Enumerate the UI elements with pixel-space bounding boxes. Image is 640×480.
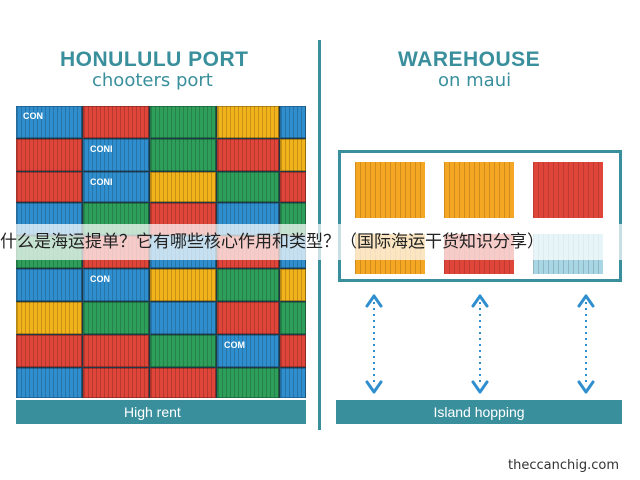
container: COM xyxy=(217,335,279,367)
port-subtitle: chooters port xyxy=(92,70,213,91)
double-arrow-icon xyxy=(365,294,383,394)
container xyxy=(150,269,216,301)
warehouse-crate xyxy=(533,162,603,218)
container-label: CON xyxy=(90,274,110,284)
warehouse-title: WAREHOUSE xyxy=(398,48,541,71)
container: CON xyxy=(16,106,82,138)
double-arrow-icon xyxy=(471,294,489,394)
container xyxy=(16,172,82,202)
warehouse-subtitle: on maui xyxy=(438,70,512,91)
container: CONI xyxy=(83,172,149,202)
container xyxy=(280,335,306,367)
container xyxy=(280,269,306,301)
overlay-caption: 什么是海运提单？它有哪些核心作用和类型？（国际海运干货知识分享） xyxy=(0,224,640,260)
container xyxy=(280,172,306,202)
container xyxy=(16,139,82,171)
container xyxy=(150,106,216,138)
container xyxy=(83,335,149,367)
container xyxy=(217,106,279,138)
container xyxy=(217,302,279,334)
container xyxy=(217,368,279,398)
island-hopping-banner: Island hopping xyxy=(336,400,622,424)
container xyxy=(217,139,279,171)
container xyxy=(83,106,149,138)
container xyxy=(280,106,306,138)
container xyxy=(16,302,82,334)
container xyxy=(16,368,82,398)
port-title: HONULULU PORT xyxy=(60,48,249,71)
container-label: CON xyxy=(23,111,43,121)
container: CON xyxy=(83,269,149,301)
watermark: theccanchig.com xyxy=(508,458,619,473)
container-label: COM xyxy=(224,340,245,350)
container: CONI xyxy=(83,139,149,171)
container xyxy=(150,335,216,367)
container xyxy=(217,269,279,301)
container xyxy=(150,172,216,202)
warehouse-crate xyxy=(355,162,425,218)
container xyxy=(280,302,306,334)
container xyxy=(83,368,149,398)
container xyxy=(280,368,306,398)
warehouse-crate xyxy=(444,162,514,218)
container xyxy=(150,139,216,171)
container xyxy=(16,335,82,367)
double-arrow-icon xyxy=(577,294,595,394)
high-rent-banner: High rent xyxy=(16,400,306,424)
container xyxy=(16,269,82,301)
container xyxy=(83,302,149,334)
container xyxy=(280,139,306,171)
container xyxy=(150,302,216,334)
container xyxy=(217,172,279,202)
container-label: CONI xyxy=(90,177,113,187)
container-label: CONI xyxy=(90,144,113,154)
container xyxy=(150,368,216,398)
warehouse-frame xyxy=(338,150,622,282)
